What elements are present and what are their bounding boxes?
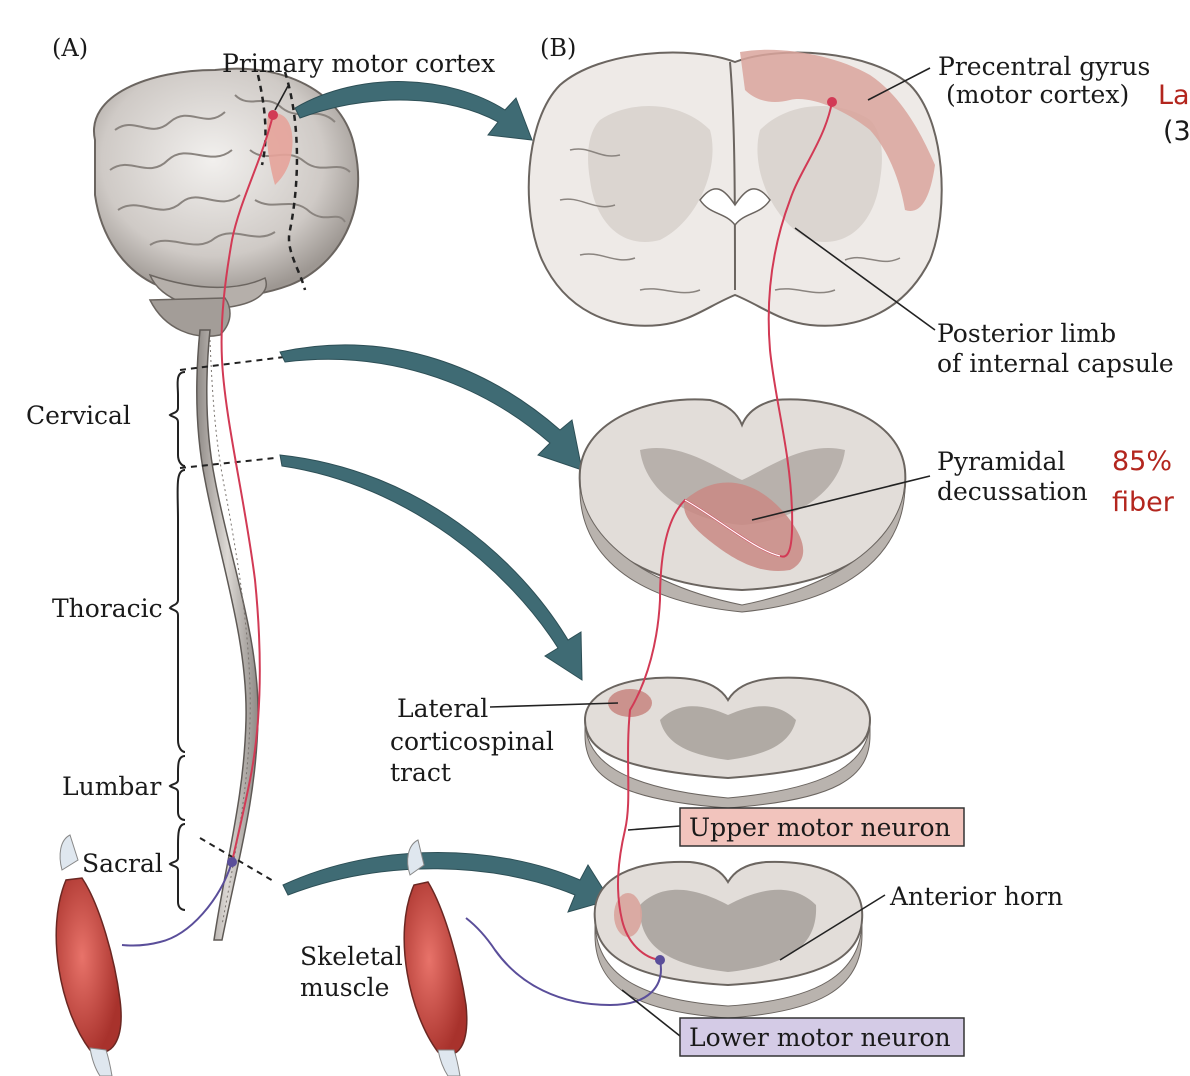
annotation-mid-line-2: fiber xyxy=(1112,487,1175,518)
region-boundaries xyxy=(179,354,301,883)
upper-neuron-soma-left xyxy=(268,110,278,120)
lower-motor-neuron-right xyxy=(465,917,662,1007)
upper-motor-neuron-box xyxy=(679,807,965,847)
precentral-gyrus-label: Precentral gyrus xyxy=(938,52,1150,81)
muscle-left xyxy=(55,834,122,1076)
spinal-cord-lateral xyxy=(195,329,259,941)
muscle-right xyxy=(403,839,468,1076)
posterior-limb-label: Posterior limb xyxy=(937,319,1116,348)
upper-motor-neuron-label: Upper motor neuron xyxy=(689,813,951,842)
lower-motor-neuron-box xyxy=(679,1017,965,1057)
corticospinal-label: corticospinal xyxy=(390,727,554,756)
medulla-section xyxy=(578,398,907,613)
internal-capsule-label: of internal capsule xyxy=(937,349,1174,378)
annotation-top-line-1: La xyxy=(1158,80,1190,111)
annotation-mid-line-1: 85% xyxy=(1112,446,1172,477)
coronal-brain-section xyxy=(527,49,943,327)
tract-label: tract xyxy=(390,758,451,787)
lower-neuron-soma-right xyxy=(655,955,665,965)
lateral-label: Lateral xyxy=(397,694,488,723)
sacral-label: Sacral xyxy=(82,849,163,878)
region-braces xyxy=(168,371,186,911)
cervical-label: Cervical xyxy=(26,401,131,430)
leader-lines xyxy=(274,67,936,1037)
lower-motor-neuron-left xyxy=(121,861,233,947)
pyramidal-label: Pyramidal xyxy=(937,447,1065,476)
motor-cortex-label: (motor cortex) xyxy=(946,80,1129,109)
panel-label-a: (A) xyxy=(52,34,88,62)
muscle-label: muscle xyxy=(300,973,389,1002)
thoracic-section xyxy=(583,676,872,809)
lumbar-label: Lumbar xyxy=(62,772,161,801)
lower-neuron-soma-left xyxy=(227,857,237,867)
anterior-horn-label: Anterior horn xyxy=(889,882,1063,911)
lower-motor-neuron-label: Lower motor neuron xyxy=(689,1023,951,1052)
pyramidal-decussation-tract xyxy=(684,499,781,557)
primary-motor-cortex-label: Primary motor cortex xyxy=(222,49,495,78)
brain-lateral-view xyxy=(92,67,360,337)
connector-arrows xyxy=(279,81,611,913)
panel-label-b: (B) xyxy=(540,34,576,62)
upper-motor-neuron-left xyxy=(220,114,274,863)
thoracic-label: Thoracic xyxy=(52,594,163,623)
skeletal-label: Skeletal xyxy=(300,942,403,971)
decussation-label: decussation xyxy=(937,477,1088,506)
sacral-section xyxy=(593,860,864,1019)
annotation-top-line-2: (3 xyxy=(1163,116,1190,147)
upper-neuron-soma-right xyxy=(827,97,837,107)
